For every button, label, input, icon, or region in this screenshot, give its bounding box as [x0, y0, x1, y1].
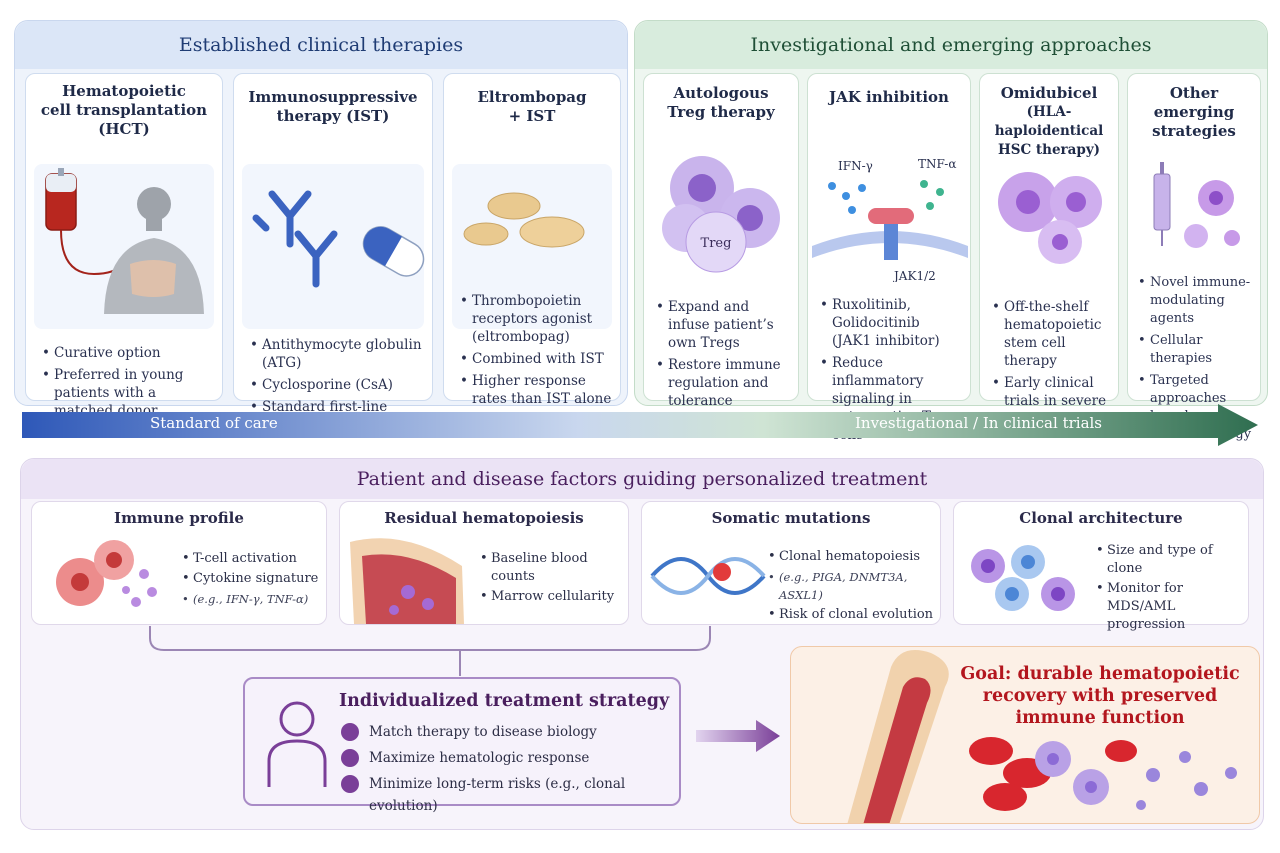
- factor-residual-title: Residual hematopoiesis: [384, 509, 584, 527]
- antibody-capsule-icon: [252, 190, 425, 288]
- card-hct-title: Hematopoietic cell transplantation (HCT): [40, 82, 208, 138]
- check-icon: [341, 723, 359, 741]
- clone-cells-icon: [971, 545, 1075, 611]
- person-icon: [267, 701, 327, 787]
- care-timeline-arrow: [22, 404, 1258, 446]
- goal-line-3: immune function: [1015, 708, 1185, 728]
- strategy-title: Individualized treatment strategy: [339, 691, 670, 711]
- strategy-item: Minimize long-term risks (e.g., clonal e…: [341, 773, 679, 814]
- factor-immune-title: Immune profile: [114, 509, 244, 527]
- card-omidubicel-title: Omidubicel (HLA-haploidentical HSC thera…: [994, 84, 1104, 158]
- bone-marrow-icon: [350, 538, 464, 624]
- syringe-cells-icon: [1153, 162, 1240, 248]
- factor-somatic-mutations: Somatic mutations Clonal hematopoiesis (…: [641, 501, 941, 625]
- factor-clonal-architecture: Clonal architecture Size and type of clo…: [953, 501, 1249, 632]
- card-eltrombopag-bullets: Thrombopoietin receptors agonist (eltrom…: [460, 292, 612, 412]
- card-eltrombopag: Eltrombopag + IST Thrombopoietin recepto…: [443, 73, 621, 407]
- factor-residual-hematopoiesis: Residual hematopoiesis Baseline blood co…: [339, 501, 629, 625]
- transfusion-patient-icon: [45, 168, 204, 314]
- jak-receptor-icon: IFN-γ TNF-α JAK1/2: [812, 157, 968, 282]
- card-ist: Immunosuppressive therapy (IST) Antithym…: [233, 73, 433, 433]
- card-other-title: Other emerging strategies: [1152, 84, 1236, 140]
- factor-somatic-title: Somatic mutations: [711, 509, 871, 527]
- card-other-strategies: Other emerging strategies Novel immune-m…: [1127, 73, 1261, 442]
- tablets-icon: [463, 192, 585, 248]
- svg-text:Treg: Treg: [701, 236, 732, 251]
- card-jak: JAK inhibition IFN-γ TNF-α JAK1/2 Ruxoli…: [807, 73, 971, 443]
- strategy-item: Maximize hematologic response: [341, 747, 679, 773]
- investigational-panel: Investigational and emerging approaches …: [634, 20, 1268, 443]
- bone-blood-cells-icon: [847, 650, 1237, 823]
- card-omidubicel: Omidubicel (HLA-haploidentical HSC thera…: [979, 73, 1119, 427]
- established-header: Established clinical therapies: [15, 21, 627, 69]
- card-eltrombopag-title: Eltrombopag + IST: [477, 88, 587, 125]
- investigational-header: Investigational and emerging approaches: [635, 21, 1267, 69]
- card-hct: Hematopoietic cell transplantation (HCT)…: [25, 73, 223, 419]
- strategy-item: Match therapy to disease biology: [341, 721, 679, 747]
- immune-cells-icon: [56, 540, 157, 607]
- strategy-items: Match therapy to disease biology Maximiz…: [341, 721, 679, 814]
- dna-icon: [650, 557, 766, 595]
- established-therapies-panel: Established clinical therapies Hematopoi…: [14, 20, 628, 433]
- stem-cells-icon: [998, 172, 1102, 264]
- svg-text:IFN-γ: IFN-γ: [838, 159, 873, 173]
- goal-box: Goal: durable hematopoietic recovery wit…: [790, 646, 1260, 824]
- factor-connector-bracket: [149, 626, 711, 676]
- treatment-strategy-box: Individualized treatment strategy Match …: [243, 677, 681, 814]
- factor-immune-profile: Immune profile T-cell activation Cytokin…: [31, 501, 327, 625]
- check-icon: [341, 775, 359, 793]
- ist-illustration: [242, 164, 425, 329]
- timeline-right-label: Investigational / In clinical trials: [855, 414, 1103, 432]
- card-treg: Autologous Treg therapy Treg Expand and …: [643, 73, 799, 409]
- arrow-right-icon: [696, 720, 780, 752]
- hct-illustration: [34, 164, 214, 329]
- card-ist-title: Immunosuppressive therapy (IST): [248, 88, 418, 125]
- card-treg-bullets: Expand and infuse patient’s own Tregs Re…: [656, 298, 790, 414]
- goal-line-2: recovery with preserved: [982, 686, 1218, 706]
- card-treg-title: Autologous Treg therapy: [667, 84, 775, 121]
- goal-line-1: Goal: durable hematopoietic: [960, 664, 1240, 684]
- factors-header: Patient and disease factors guiding pers…: [21, 459, 1263, 499]
- card-jak-title: JAK inhibition: [829, 88, 949, 106]
- svg-text:JAK1/2: JAK1/2: [892, 269, 936, 282]
- treg-cells-icon: Treg: [662, 156, 780, 273]
- timeline-left-label: Standard of care: [150, 414, 278, 432]
- check-icon: [341, 749, 359, 767]
- factor-clonal-title: Clonal architecture: [1019, 509, 1183, 527]
- svg-text:TNF-α: TNF-α: [918, 157, 956, 171]
